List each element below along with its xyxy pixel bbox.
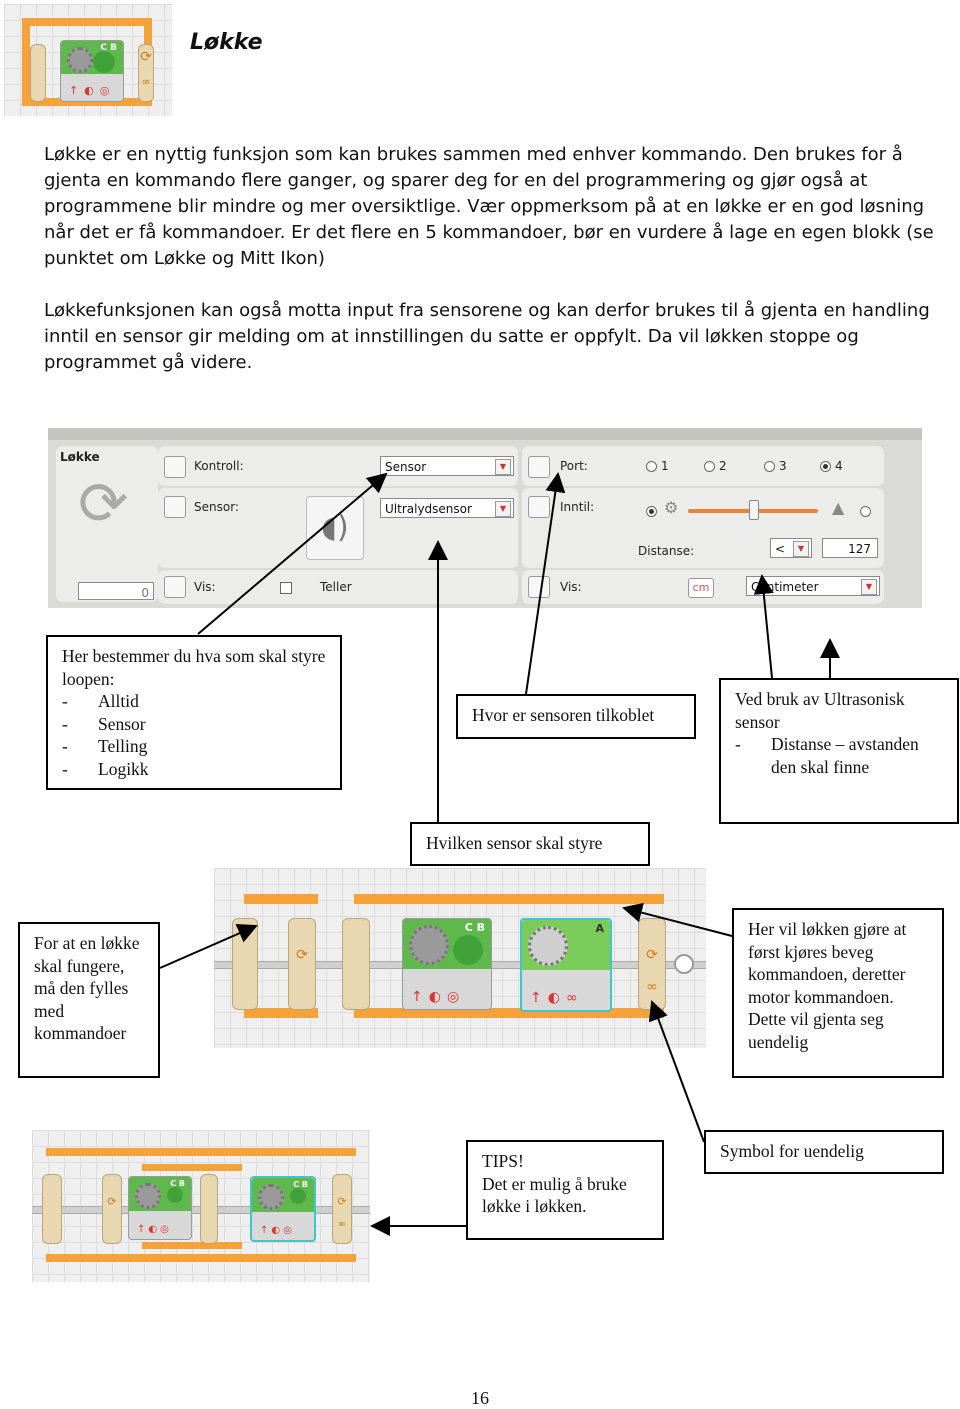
page-number: 16 bbox=[471, 1388, 489, 1408]
far-icon: ▲ bbox=[832, 498, 845, 517]
far-radio[interactable] bbox=[860, 506, 871, 517]
callout-fill: For at en løkke skal fungere, må den fyl… bbox=[18, 922, 160, 1078]
list-item: Telling bbox=[62, 735, 326, 758]
vis-label: Vis: bbox=[194, 580, 216, 594]
block-name: Løkke bbox=[60, 450, 100, 464]
distanse-label: Distanse: bbox=[638, 544, 695, 558]
list-item: Sensor bbox=[62, 713, 326, 736]
sensor-row: Sensor: ◖) Ultralydsensor▼ bbox=[158, 488, 518, 568]
callout-kontroll: Her bestemmer du hva som skal styre loop… bbox=[46, 635, 342, 790]
kontroll-row: Kontroll: Sensor▼ bbox=[158, 446, 518, 486]
port-label: Port: bbox=[560, 459, 588, 473]
near-icon: ⚙ bbox=[664, 498, 679, 517]
chevron-down-icon[interactable]: ▼ bbox=[495, 459, 511, 475]
callout-ultrasonic: Ved bruk av Ultrasonisk sensor Distanse … bbox=[719, 678, 959, 824]
port-4-label: 4 bbox=[835, 459, 843, 473]
ultrasonic-sensor-icon: ◖) bbox=[306, 496, 364, 560]
tips-text: Det er mulig å bruke løkke i løkken. bbox=[482, 1173, 627, 1217]
callout-sensor: Hvilken sensor skal styre bbox=[410, 822, 650, 866]
slider-handle[interactable] bbox=[749, 500, 759, 520]
chevron-down-icon[interactable]: ▼ bbox=[495, 501, 511, 517]
display-icon bbox=[528, 576, 550, 598]
intro-paragraph-1: Løkke er en nyttig funksjon som kan bruk… bbox=[44, 144, 934, 269]
callout-port: Hvor er sensoren tilkoblet bbox=[456, 694, 696, 739]
vis-row-right: Vis: cm Centimeter▼ bbox=[522, 570, 884, 604]
port-radio-2[interactable] bbox=[704, 461, 715, 472]
vis-row-left: Vis: Teller bbox=[158, 570, 518, 604]
kontroll-select[interactable]: Sensor▼ bbox=[380, 456, 514, 476]
sensor-select[interactable]: Ultralydsensor▼ bbox=[380, 498, 514, 518]
teller-checkbox[interactable] bbox=[280, 582, 292, 594]
compare-select[interactable]: <▼ bbox=[770, 538, 812, 558]
arrow-up-icon bbox=[164, 496, 186, 518]
loop-config-panel: Løkke ⟳ 0 Kontroll: Sensor▼ Sensor: ◖) U… bbox=[48, 428, 922, 608]
port-2-label: 2 bbox=[719, 459, 727, 473]
page-title: Løkke bbox=[190, 30, 263, 55]
loop-refresh-icon: ⟳ bbox=[78, 469, 129, 539]
kontroll-label: Kontroll: bbox=[194, 459, 244, 473]
port-radio-4[interactable] bbox=[820, 461, 831, 472]
header-loop-icon: C B ↑◐◎ ⟳∞ bbox=[4, 4, 172, 116]
intro-paragraph-2: Løkkefunksjonen kan også motta input fra… bbox=[44, 300, 930, 373]
port-icon bbox=[528, 456, 550, 478]
inntil-row: Inntil: ⚙ ▲ Distanse: <▼ 127 bbox=[522, 488, 884, 568]
list-item: Distanse – avstanden den skal finne bbox=[735, 733, 943, 778]
display-icon bbox=[164, 576, 186, 598]
callout-ultrasonic-heading: Ved bruk av Ultrasonisk sensor bbox=[735, 689, 905, 732]
chevron-down-icon[interactable]: ▼ bbox=[793, 541, 809, 557]
port-row: Port: 1 2 3 4 bbox=[522, 446, 884, 486]
tips-heading: TIPS! bbox=[482, 1151, 524, 1171]
nested-loop-image: ⟳ C B ↑◐◎ C B ↑◐◎ ⟳∞ bbox=[32, 1130, 370, 1282]
port-radio-3[interactable] bbox=[764, 461, 775, 472]
counter-output: 0 bbox=[78, 582, 154, 600]
port-radio-1[interactable] bbox=[646, 461, 657, 472]
callout-tips: TIPS! Det er mulig å bruke løkke i løkke… bbox=[466, 1140, 664, 1240]
distance-input[interactable]: 127 bbox=[822, 538, 878, 558]
callout-repeat: Her vil løkken gjøre at først kjøres bev… bbox=[732, 908, 944, 1078]
callout-infinity: Symbol for uendelig bbox=[704, 1130, 944, 1174]
teller-label: Teller bbox=[320, 580, 352, 594]
eye-icon bbox=[164, 456, 186, 478]
loop-program-image: ⟳ C B ↑◐◎ A ↑◐∞ ⟳∞ bbox=[214, 868, 706, 1048]
port-1-label: 1 bbox=[661, 459, 669, 473]
inntil-label: Inntil: bbox=[560, 500, 595, 514]
trigger-icon bbox=[528, 496, 550, 518]
port-3-label: 3 bbox=[779, 459, 787, 473]
sensor-label: Sensor: bbox=[194, 500, 239, 514]
callout-kontroll-heading: Her bestemmer du hva som skal styre loop… bbox=[62, 646, 326, 689]
list-item: Logikk bbox=[62, 758, 326, 781]
unit-badge: cm bbox=[688, 578, 714, 598]
near-radio[interactable] bbox=[646, 506, 657, 517]
chevron-down-icon[interactable]: ▼ bbox=[861, 579, 877, 595]
block-name-box: Løkke ⟳ 0 bbox=[56, 446, 158, 602]
list-item: Alltid bbox=[62, 690, 326, 713]
vis2-label: Vis: bbox=[560, 580, 582, 594]
